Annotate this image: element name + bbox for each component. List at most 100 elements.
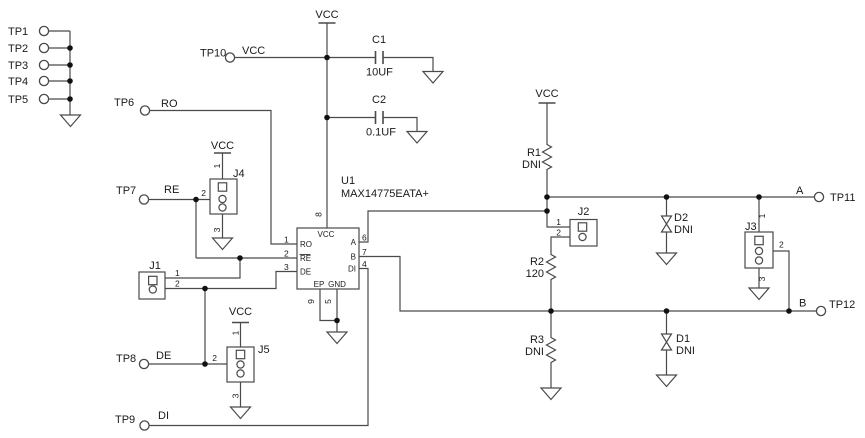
testpoint-tp11 bbox=[813, 191, 825, 203]
pin-number: 2 bbox=[175, 279, 180, 289]
pin-square-pad-icon bbox=[217, 182, 228, 192]
wire-a-from-chip bbox=[359, 210, 547, 243]
component-value: DNI bbox=[674, 224, 693, 236]
testpoint-tp1 bbox=[38, 25, 50, 37]
capacitor-icon bbox=[374, 110, 384, 125]
component-value: DNI bbox=[525, 346, 544, 358]
pin-round-pad-icon bbox=[754, 256, 764, 265]
jumper-body bbox=[569, 218, 598, 247]
wire-net-re bbox=[148, 198, 297, 279]
pin-number: 2 bbox=[201, 188, 206, 198]
pin-number: 1 bbox=[556, 217, 561, 227]
capacitor-icon bbox=[374, 50, 384, 65]
pin-square-pad-icon bbox=[148, 275, 158, 286]
component-ref: J4 bbox=[233, 168, 245, 180]
pin-round-pad-icon bbox=[148, 285, 158, 294]
pin-square-pad-icon bbox=[754, 235, 764, 246]
component-value: DNI bbox=[522, 159, 541, 171]
wire-j2-r2 bbox=[550, 236, 570, 311]
vcc-label: VCC bbox=[229, 306, 252, 318]
jumper-body bbox=[226, 346, 255, 383]
testpoint-tp4 bbox=[38, 75, 50, 87]
junction-dots bbox=[67, 45, 792, 367]
net-labels: RO RE DE DI VCC A B bbox=[156, 45, 806, 422]
ic-pin-name-de: DE bbox=[300, 268, 311, 277]
junction-dot bbox=[663, 194, 670, 200]
testpoint-tp3 bbox=[38, 59, 50, 71]
testpoints: TP1 TP2 TP3 TP4 TP5 TP6 TP7 TP8 TP9 TP10… bbox=[8, 25, 855, 431]
resistor-icon bbox=[545, 334, 557, 366]
wire-net-di bbox=[149, 267, 369, 427]
testpoint-label: TP1 bbox=[8, 26, 28, 38]
ground-icon bbox=[422, 70, 444, 84]
ic-pin-num-4: 4 bbox=[362, 259, 367, 269]
vcc-label: VCC bbox=[315, 9, 338, 21]
ic-pin-num-9: 9 bbox=[306, 299, 316, 304]
pin-round-pad-icon bbox=[754, 246, 764, 256]
wire-vcc-r1 bbox=[546, 103, 570, 228]
testpoint-tp9 bbox=[139, 420, 150, 431]
ic-pin-num-1: 1 bbox=[284, 235, 289, 245]
pin-round-pad-icon bbox=[236, 369, 245, 378]
pin-round-pad-icon bbox=[218, 194, 227, 204]
ic-part-number: MAX14775EATA+ bbox=[341, 188, 429, 200]
ic-pin-name-vcc: VCC bbox=[318, 230, 335, 239]
wire-c2 bbox=[327, 116, 418, 132]
net-label-de: DE bbox=[156, 350, 171, 362]
net-label-vcc: VCC bbox=[242, 45, 265, 57]
jumper-body bbox=[209, 178, 238, 215]
resistor-r1: R1 DNI bbox=[522, 141, 553, 173]
ground-icon bbox=[406, 130, 428, 144]
component-value: DNI bbox=[676, 345, 695, 357]
jumper-body bbox=[744, 231, 774, 269]
testpoint-label: TP2 bbox=[8, 43, 28, 55]
wire-net-ro bbox=[149, 109, 297, 245]
junction-dot bbox=[786, 308, 792, 314]
diode-d1: D1 DNI bbox=[660, 333, 695, 357]
ic-pin-num-8: 8 bbox=[314, 212, 324, 217]
testpoint-tp8 bbox=[138, 358, 150, 370]
testpoint-label: TP11 bbox=[830, 192, 855, 204]
pin-square-pad-icon bbox=[235, 349, 246, 360]
component-ref: C1 bbox=[372, 34, 386, 46]
component-ref: D1 bbox=[676, 333, 690, 345]
junction-dot bbox=[67, 96, 73, 102]
junction-dot bbox=[193, 196, 199, 203]
jumper-j5: J5 1 2 3 bbox=[212, 330, 269, 398]
junction-dot bbox=[544, 208, 550, 214]
pin-number: 1 bbox=[757, 213, 767, 218]
resistor-r2: R2 120 bbox=[526, 251, 557, 283]
wire-net-b bbox=[359, 255, 817, 312]
tvs-diode-icon bbox=[660, 333, 673, 351]
resistor-icon bbox=[541, 141, 553, 173]
junction-dot bbox=[67, 62, 73, 68]
wire-tp-ground-bus bbox=[48, 30, 71, 115]
ic-pin-num-6: 6 bbox=[362, 233, 367, 243]
testpoint-tp2 bbox=[38, 42, 50, 54]
junction-dot bbox=[544, 194, 550, 200]
ic-pin-num-5: 5 bbox=[323, 299, 333, 304]
ic-pin-name-ro: RO bbox=[300, 240, 312, 249]
jumper-j2: J2 1 2 bbox=[556, 206, 598, 247]
pin-number: 3 bbox=[231, 393, 241, 398]
jumper-body bbox=[138, 271, 166, 300]
component-value: 120 bbox=[526, 268, 544, 280]
resistor-icon bbox=[545, 251, 557, 283]
junction-dot bbox=[548, 308, 554, 314]
testpoint-label: TP7 bbox=[116, 185, 136, 197]
testpoint-label: TP10 bbox=[200, 48, 226, 60]
tvs-diode-icon bbox=[660, 215, 673, 233]
jumper-j3: J3 1 2 3 bbox=[744, 213, 784, 281]
component-ref: J2 bbox=[578, 206, 590, 218]
junction-dot bbox=[756, 194, 762, 200]
testpoint-label: TP4 bbox=[8, 76, 28, 88]
junction-dot bbox=[334, 317, 340, 324]
testpoint-tp10 bbox=[224, 52, 236, 63]
junction-dot bbox=[324, 114, 330, 121]
capacitor-c1: C1 10UF bbox=[366, 34, 393, 79]
component-ref: R2 bbox=[530, 256, 544, 268]
ground-icon bbox=[748, 287, 770, 301]
vcc-label: VCC bbox=[535, 88, 558, 100]
pin-round-pad-icon bbox=[218, 203, 227, 212]
ic-pin-name-b: B bbox=[351, 253, 356, 262]
